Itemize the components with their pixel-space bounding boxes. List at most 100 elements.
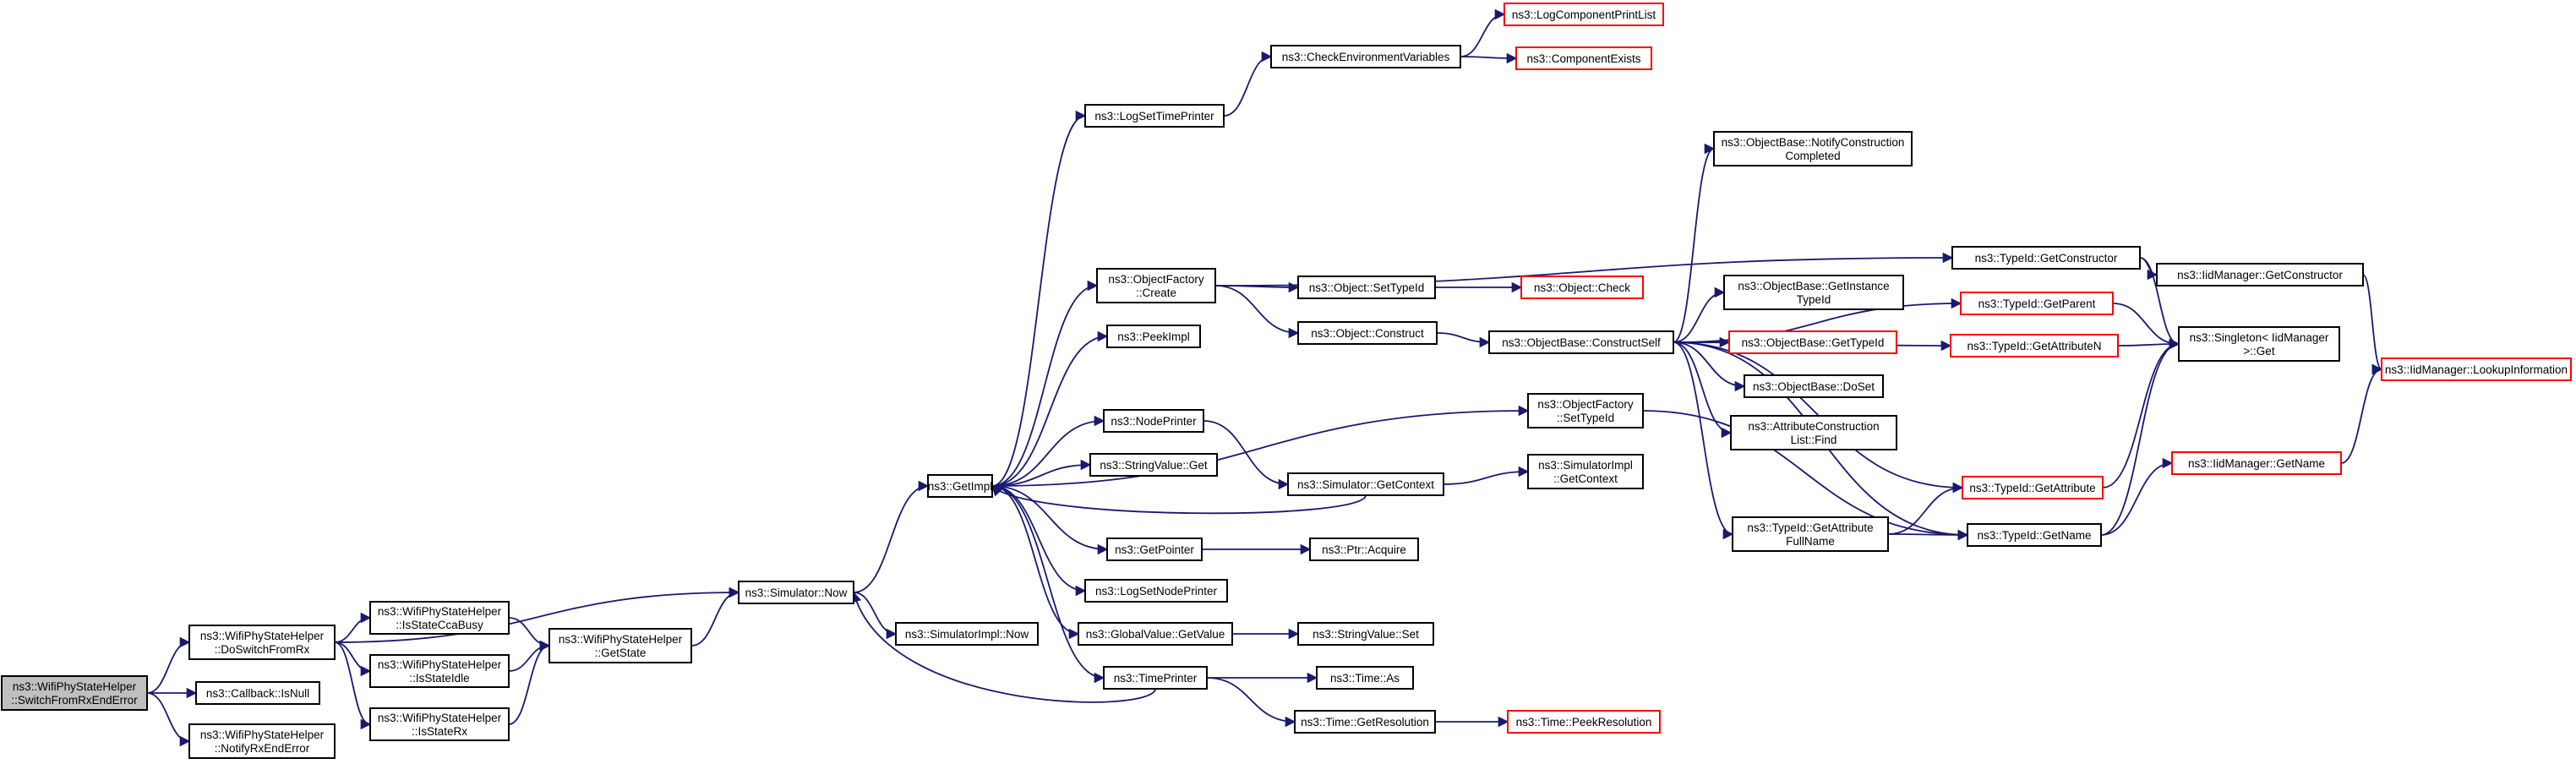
node-doSwitch[interactable]: ns3::WifiPhyStateHelper::DoSwitchFromRx xyxy=(188,625,336,660)
node-getPointer[interactable]: ns3::GetPointer xyxy=(1106,538,1203,561)
node-label: ns3::TypeId::GetAttribute xyxy=(1747,521,1873,534)
node-box xyxy=(738,581,854,604)
node-objSetTypeId[interactable]: ns3::Object::SetTypeId xyxy=(1297,276,1436,299)
node-notifyConstr[interactable]: ns3::ObjectBase::NotifyConstructionCompl… xyxy=(1713,131,1913,166)
node-simNow[interactable]: ns3::Simulator::Now xyxy=(738,581,854,604)
node-peekImpl[interactable]: ns3::PeekImpl xyxy=(1106,325,1201,348)
edge-root-to-doSwitch xyxy=(146,636,191,694)
node-label: ns3::Singleton< IidManager xyxy=(2190,331,2329,344)
node-simGetContext[interactable]: ns3::Simulator::GetContext xyxy=(1287,472,1444,496)
node-isIdle[interactable]: ns3::WifiPhyStateHelper::IsStateIdle xyxy=(369,654,510,688)
node-checkEnv[interactable]: ns3::CheckEnvironmentVariables xyxy=(1270,45,1461,68)
node-label: ns3::Object::SetTypeId xyxy=(1309,281,1425,294)
node-simImplGetCtx[interactable]: ns3::SimulatorImpl::GetContext xyxy=(1527,454,1644,489)
node-tidGetParent[interactable]: ns3::TypeId::GetParent xyxy=(1960,292,2114,315)
node-timePeekRes[interactable]: ns3::Time::PeekResolution xyxy=(1507,710,1661,734)
node-doSet[interactable]: ns3::ObjectBase::DoSet xyxy=(1744,374,1884,398)
node-tidGetCtor[interactable]: ns3::TypeId::GetConstructor xyxy=(1951,246,2141,270)
node-label: ns3::TimePrinter xyxy=(1114,672,1198,685)
node-ptrAcquire[interactable]: ns3::Ptr::Acquire xyxy=(1309,538,1419,561)
edge-doSwitch-to-isIdle xyxy=(334,641,372,677)
node-stringSet[interactable]: ns3::StringValue::Set xyxy=(1297,622,1434,646)
node-label: ns3::IidManager::LookupInformation xyxy=(2385,363,2568,376)
node-label: ns3::StringValue::Set xyxy=(1313,628,1419,641)
node-box xyxy=(1962,476,2104,499)
node-simImplNow[interactable]: ns3::SimulatorImpl::Now xyxy=(895,622,1039,646)
node-box xyxy=(1960,292,2114,315)
node-box xyxy=(369,601,510,635)
node-tidGetName[interactable]: ns3::TypeId::GetName xyxy=(1967,523,2102,547)
edge-getAttrFull-to-tidGetName xyxy=(1887,529,1969,541)
node-iidGetCtor[interactable]: ns3::IidManager::GetConstructor xyxy=(2156,263,2364,286)
node-obGetTid[interactable]: ns3::ObjectBase::GetTypeId xyxy=(1728,330,1897,354)
node-objCheck[interactable]: ns3::Object::Check xyxy=(1520,276,1644,299)
node-label: ns3::TypeId::GetName xyxy=(1977,529,2091,542)
node-isRx[interactable]: ns3::WifiPhyStateHelper::IsStateRx xyxy=(369,707,510,741)
edge-timePrinter-to-timeGetRes xyxy=(1206,677,1296,728)
node-label: ::SwitchFromRxEndError xyxy=(11,694,138,707)
node-tidGetAttr[interactable]: ns3::TypeId::GetAttribute xyxy=(1962,476,2104,499)
node-label: ns3::WifiPhyStateHelper xyxy=(378,658,502,671)
edges-layer xyxy=(146,8,2383,747)
node-timeAs[interactable]: ns3::Time::As xyxy=(1316,666,1414,690)
node-singletonGet[interactable]: ns3::Singleton< IidManager>::Get xyxy=(2178,326,2340,362)
node-label: ::GetContext xyxy=(1553,472,1618,485)
node-box xyxy=(1,675,148,711)
node-compExists[interactable]: ns3::ComponentExists xyxy=(1515,46,1652,70)
node-box xyxy=(1103,666,1208,690)
node-box xyxy=(1316,666,1414,690)
node-box xyxy=(1106,538,1203,561)
node-label: ::IsStateCcaBusy xyxy=(396,619,483,631)
node-objConstruct[interactable]: ns3::Object::Construct xyxy=(1297,321,1438,345)
node-label: ns3::SimulatorImpl xyxy=(1538,459,1633,472)
node-notifyRx[interactable]: ns3::WifiPhyStateHelper::NotifyRxEndErro… xyxy=(188,723,336,759)
node-iidGetName[interactable]: ns3::IidManager::GetName xyxy=(2171,451,2342,475)
node-box xyxy=(1520,276,1644,299)
edge-getState-to-simNow xyxy=(690,587,740,647)
node-box xyxy=(1527,454,1644,489)
node-constructSelf[interactable]: ns3::ObjectBase::ConstructSelf xyxy=(1488,330,1674,354)
node-box xyxy=(1309,538,1419,561)
node-tidGetAttrN[interactable]: ns3::TypeId::GetAttributeN xyxy=(1950,334,2119,357)
node-objFactCreate[interactable]: ns3::ObjectFactory::Create xyxy=(1096,268,1216,303)
edge-constructSelf-to-doSet xyxy=(1673,341,1746,392)
node-label: ns3::TypeId::GetAttributeN xyxy=(1967,340,2101,352)
node-box xyxy=(1078,622,1233,646)
node-ofSetTypeId[interactable]: ns3::ObjectFactory::SetTypeId xyxy=(1527,393,1644,428)
node-label: ns3::WifiPhyStateHelper xyxy=(13,680,137,693)
edge-tidGetAttrN-to-singletonGet xyxy=(2117,338,2180,350)
edge-getImpl-to-nodePrinter xyxy=(991,415,1105,487)
node-nodePrinter[interactable]: ns3::NodePrinter xyxy=(1103,409,1204,433)
node-logSetNode[interactable]: ns3::LogSetNodePrinter xyxy=(1084,579,1228,603)
node-logCompPrint[interactable]: ns3::LogComponentPrintList xyxy=(1504,3,1664,26)
node-box xyxy=(1084,104,1225,128)
node-root[interactable]: ns3::WifiPhyStateHelper::SwitchFromRxEnd… xyxy=(1,675,148,711)
node-globalGet[interactable]: ns3::GlobalValue::GetValue xyxy=(1078,622,1233,646)
node-getImpl[interactable]: ns3::GetImpl xyxy=(927,474,993,498)
edge-getImpl-to-peekImpl xyxy=(991,330,1109,487)
node-label: ::IsStateRx xyxy=(412,725,467,738)
node-label: ::GetState xyxy=(595,647,647,659)
edge-getImpl-to-ofSetTypeId xyxy=(991,405,1530,487)
node-label: ns3::ObjectBase::GetTypeId xyxy=(1742,336,1885,349)
node-box xyxy=(1967,523,2102,547)
node-isCca[interactable]: ns3::WifiPhyStateHelper::IsStateCcaBusy xyxy=(369,601,510,635)
node-timeGetRes[interactable]: ns3::Time::GetResolution xyxy=(1294,710,1436,734)
node-logSetTime[interactable]: ns3::LogSetTimePrinter xyxy=(1084,104,1225,128)
edge-simGetContext-to-simImplGetCtx xyxy=(1443,466,1530,485)
node-iidLookup[interactable]: ns3::IidManager::LookupInformation xyxy=(2381,357,2572,381)
edge-tidGetParent-to-singletonGet xyxy=(2112,303,2180,350)
node-timePrinter[interactable]: ns3::TimePrinter xyxy=(1103,666,1208,690)
node-getState[interactable]: ns3::WifiPhyStateHelper::GetState xyxy=(548,628,692,663)
node-label: ns3::TypeId::GetParent xyxy=(1978,297,2096,310)
edge-simGetContext-to-getImpl xyxy=(991,485,1367,515)
edge-root-to-notifyRx xyxy=(146,692,191,747)
node-box xyxy=(2178,326,2340,362)
node-stringGet[interactable]: ns3::StringValue::Get xyxy=(1089,453,1218,477)
node-cbIsNull[interactable]: ns3::Callback::IsNull xyxy=(195,681,320,705)
edge-isRx-to-getState xyxy=(508,640,551,725)
